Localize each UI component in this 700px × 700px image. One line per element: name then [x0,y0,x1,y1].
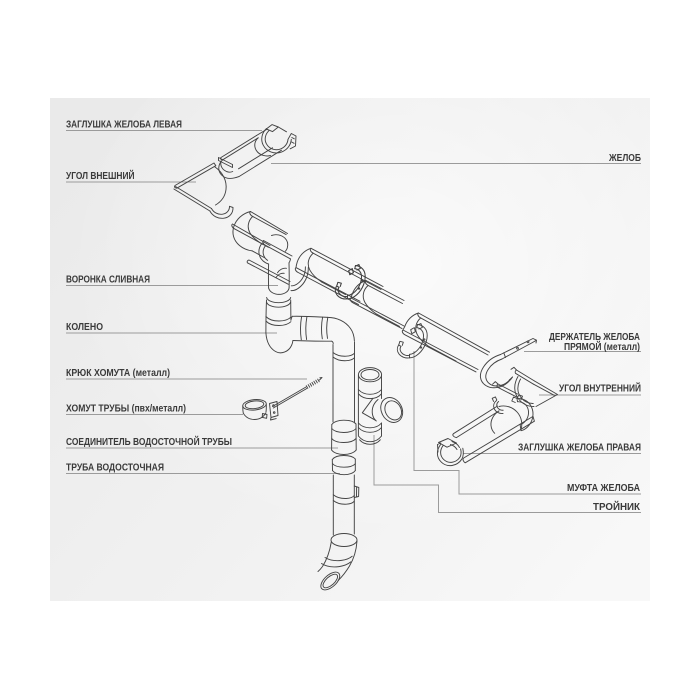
svg-text:ТРОЙНИК: ТРОЙНИК [593,501,640,513]
svg-text:ПРЯМОЙ (металл): ПРЯМОЙ (металл) [564,341,640,353]
svg-text:ВОРОНКА СЛИВНАЯ: ВОРОНКА СЛИВНАЯ [66,275,150,286]
svg-text:ХОМУТ ТРУБЫ (пвх/металл): ХОМУТ ТРУБЫ (пвх/металл) [66,404,186,415]
svg-text:УГОЛ ВНЕШНИЙ: УГОЛ ВНЕШНИЙ [66,170,135,182]
svg-text:МУФТА ЖЕЛОБА: МУФТА ЖЕЛОБА [567,483,640,494]
svg-text:КРЮК ХОМУТА (металл): КРЮК ХОМУТА (металл) [66,368,170,379]
svg-text:СОЕДИНИТЕЛЬ ВОДОСТОЧНОЙ ТРУБЫ: СОЕДИНИТЕЛЬ ВОДОСТОЧНОЙ ТРУБЫ [66,436,232,448]
svg-text:ТРУБА ВОДОСТОЧНАЯ: ТРУБА ВОДОСТОЧНАЯ [66,463,164,474]
svg-text:КОЛЕНО: КОЛЕНО [66,322,103,333]
svg-text:ЗАГЛУШКА ЖЕЛОБА ЛЕВАЯ: ЗАГЛУШКА ЖЕЛОБА ЛЕВАЯ [66,120,182,131]
svg-text:ЖЕЛОБ: ЖЕЛОБ [608,153,641,164]
svg-text:ЗАГЛУШКА ЖЕЛОБА ПРАВАЯ: ЗАГЛУШКА ЖЕЛОБА ПРАВАЯ [518,443,641,454]
svg-text:ДЕРЖАТЕЛЬ ЖЕЛОБА: ДЕРЖАТЕЛЬ ЖЕЛОБА [549,332,640,343]
svg-text:УГОЛ ВНУТРЕННИЙ: УГОЛ ВНУТРЕННИЙ [559,383,641,395]
